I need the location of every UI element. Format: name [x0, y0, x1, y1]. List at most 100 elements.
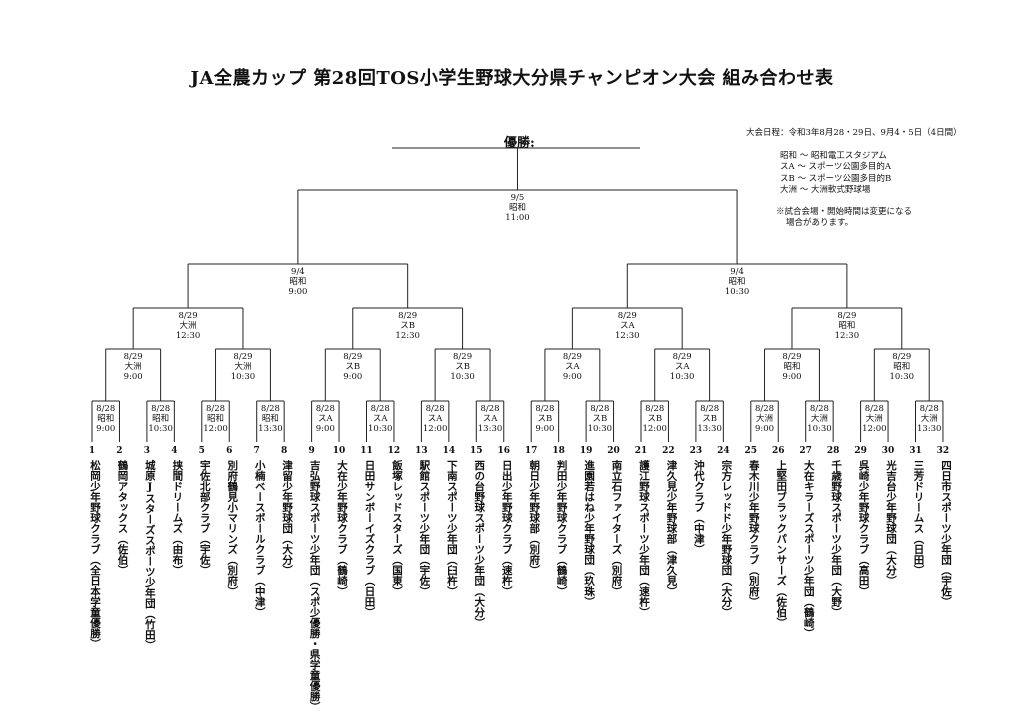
match-venue: 昭和 — [261, 414, 279, 424]
team-name: 進園若はね少年野球団（玖珠） — [583, 460, 596, 607]
team-number: 8 — [281, 446, 288, 456]
match-venue: 昭和 — [97, 414, 115, 424]
team-number: 16 — [497, 446, 511, 456]
venue-line: 大洲 〜 大洲軟式野球場 — [780, 185, 871, 195]
team-name: 日田サンボーイズクラブ（日田） — [363, 460, 376, 618]
team-number: 19 — [579, 446, 593, 456]
tournament-info: 大会日程：令和3年8月28・29日、9月4・5日（4日間） 昭和 〜 昭和電工ス… — [746, 128, 1016, 230]
match-date: 8/28 — [480, 404, 500, 414]
match-time: 10:30 — [669, 372, 695, 382]
match-time: 13:30 — [697, 424, 722, 434]
match-date: 8/28 — [645, 404, 665, 414]
team-name: 小楠ベースボールクラブ（中津） — [253, 460, 266, 618]
match-date: 8/28 — [809, 404, 829, 414]
match-time: 10:30 — [367, 424, 393, 434]
match-date: 8/28 — [754, 404, 775, 414]
match-time: 9:00 — [123, 372, 143, 382]
match-time: 10:30 — [450, 372, 475, 382]
team-name: 津久見少年野球部（津久見） — [665, 460, 678, 597]
match-venue: スB — [537, 414, 553, 424]
team-number: 7 — [253, 446, 260, 456]
match-date: 8/29 — [782, 352, 802, 362]
match-date: 9/5 — [510, 193, 525, 203]
match-venue: 大洲 — [865, 414, 883, 424]
match-venue: 大洲 — [810, 414, 828, 424]
team-name: 沖代クラブ（中津） — [692, 460, 705, 555]
venue-change-note: ※試合会場・開始時間は変更になる 場合があります。 — [746, 207, 1016, 230]
team-name: 護江野球スポーツ少年団（速杵） — [638, 460, 650, 618]
match-venue: スB — [647, 414, 663, 424]
match-venue: 昭和 — [838, 321, 856, 331]
team-name: 春木川少年野球クラブ（別府） — [747, 460, 760, 607]
match-time: 9:00 — [96, 424, 116, 434]
match-time: 9:00 — [562, 372, 582, 382]
team-number: 6 — [226, 446, 233, 456]
team-name: 吉弘野球スポーツ少年団（スポ少優勝・県学童優勝） — [308, 460, 321, 712]
team-name: 駅館スポーツ少年団（宇佐） — [418, 460, 431, 597]
team-name: 三芳ドリームス（日田） — [912, 460, 925, 576]
match-venue: スB — [592, 414, 608, 424]
match-time: 12:30 — [175, 331, 201, 341]
match-date: 8/28 — [700, 404, 720, 414]
match-date: 8/28 — [315, 404, 335, 414]
winner-label: 優勝: — [504, 136, 535, 151]
match-time: 10:30 — [230, 372, 256, 382]
match-venue: 昭和 — [207, 414, 225, 424]
team-name: 日出少年野球クラブ（速杵） — [500, 460, 513, 597]
match-time: 10:30 — [807, 424, 832, 434]
match-time: 9:00 — [782, 372, 802, 382]
match-date: 8/28 — [205, 404, 226, 414]
match-time: 13:30 — [258, 424, 283, 434]
match-date: 8/29 — [343, 352, 363, 362]
team-name: 別府鶴見小マリンズ（別府） — [226, 460, 239, 597]
match-venue: 大洲 — [234, 362, 252, 372]
team-name: 鶴岡アタックス（佐伯） — [116, 460, 129, 576]
team-number: 24 — [717, 446, 730, 456]
match-time: 9:00 — [315, 424, 335, 434]
page-title: JA全農カップ 第28回TOS小学生野球大分県チャンピオン大会 組み合わせ表 — [190, 68, 834, 89]
team-number: 13 — [415, 446, 428, 456]
match-date: 8/29 — [837, 311, 857, 321]
match-date: 8/28 — [919, 404, 939, 414]
team-number: 31 — [909, 446, 922, 456]
match-time: 12:00 — [862, 424, 887, 434]
match-date: 9/4 — [730, 267, 744, 277]
match-time: 13:30 — [477, 424, 503, 434]
team-name: 挟間ドリームズ（由布） — [171, 460, 184, 576]
team-number: 9 — [308, 446, 315, 456]
team-number: 30 — [881, 446, 895, 456]
match-time: 10:30 — [148, 424, 173, 434]
match-venue: スA — [674, 362, 690, 372]
match-venue: スB — [702, 414, 717, 424]
team-number: 20 — [607, 446, 620, 456]
team-number: 2 — [116, 446, 123, 456]
match-date: 8/28 — [370, 404, 390, 414]
team-number: 3 — [143, 446, 151, 456]
match-time: 12:30 — [395, 331, 420, 341]
match-venue: 大洲 — [756, 414, 774, 424]
match-time: 10:30 — [724, 287, 750, 297]
match-time: 12:00 — [642, 424, 667, 434]
team-number: 29 — [854, 446, 867, 456]
